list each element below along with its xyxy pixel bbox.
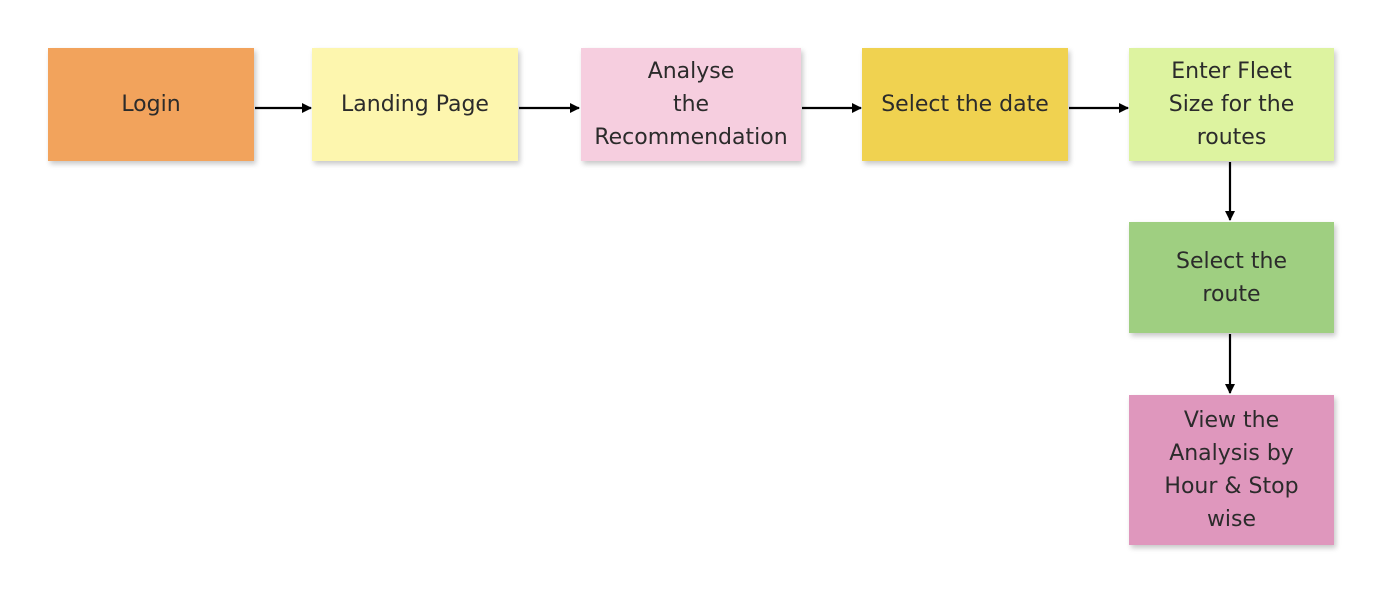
node-label-line: Enter Fleet xyxy=(1171,59,1292,84)
node-label-line: Hour & Stop xyxy=(1164,474,1299,499)
node-select-date: Select the date xyxy=(862,48,1068,161)
node-label-line: Analyse xyxy=(647,59,735,84)
node-label-line: routes xyxy=(1196,125,1267,150)
node-label-line: Landing Page xyxy=(341,92,489,117)
node-label-line: Select the xyxy=(1176,248,1287,274)
node-label: Select the route xyxy=(1176,245,1287,311)
node-select-route: Select the route xyxy=(1129,222,1334,333)
node-label: Landing Page xyxy=(341,88,489,121)
node-login: Login xyxy=(48,48,254,161)
node-label-line: the xyxy=(672,92,710,117)
node-label-line: View the xyxy=(1183,408,1280,433)
node-label: Login xyxy=(121,88,180,121)
node-label-line: Recommendation xyxy=(594,125,788,150)
node-label-line: Select the date xyxy=(881,92,1049,117)
node-label-line: Analysis by xyxy=(1169,441,1294,466)
node-label-line: wise xyxy=(1206,507,1257,532)
node-label-line: Size for the xyxy=(1168,92,1295,117)
node-landing-page: Landing Page xyxy=(312,48,518,161)
node-label-line: route xyxy=(1202,281,1261,307)
node-label-line: Login xyxy=(121,92,181,117)
node-label: Select the date xyxy=(881,88,1049,121)
